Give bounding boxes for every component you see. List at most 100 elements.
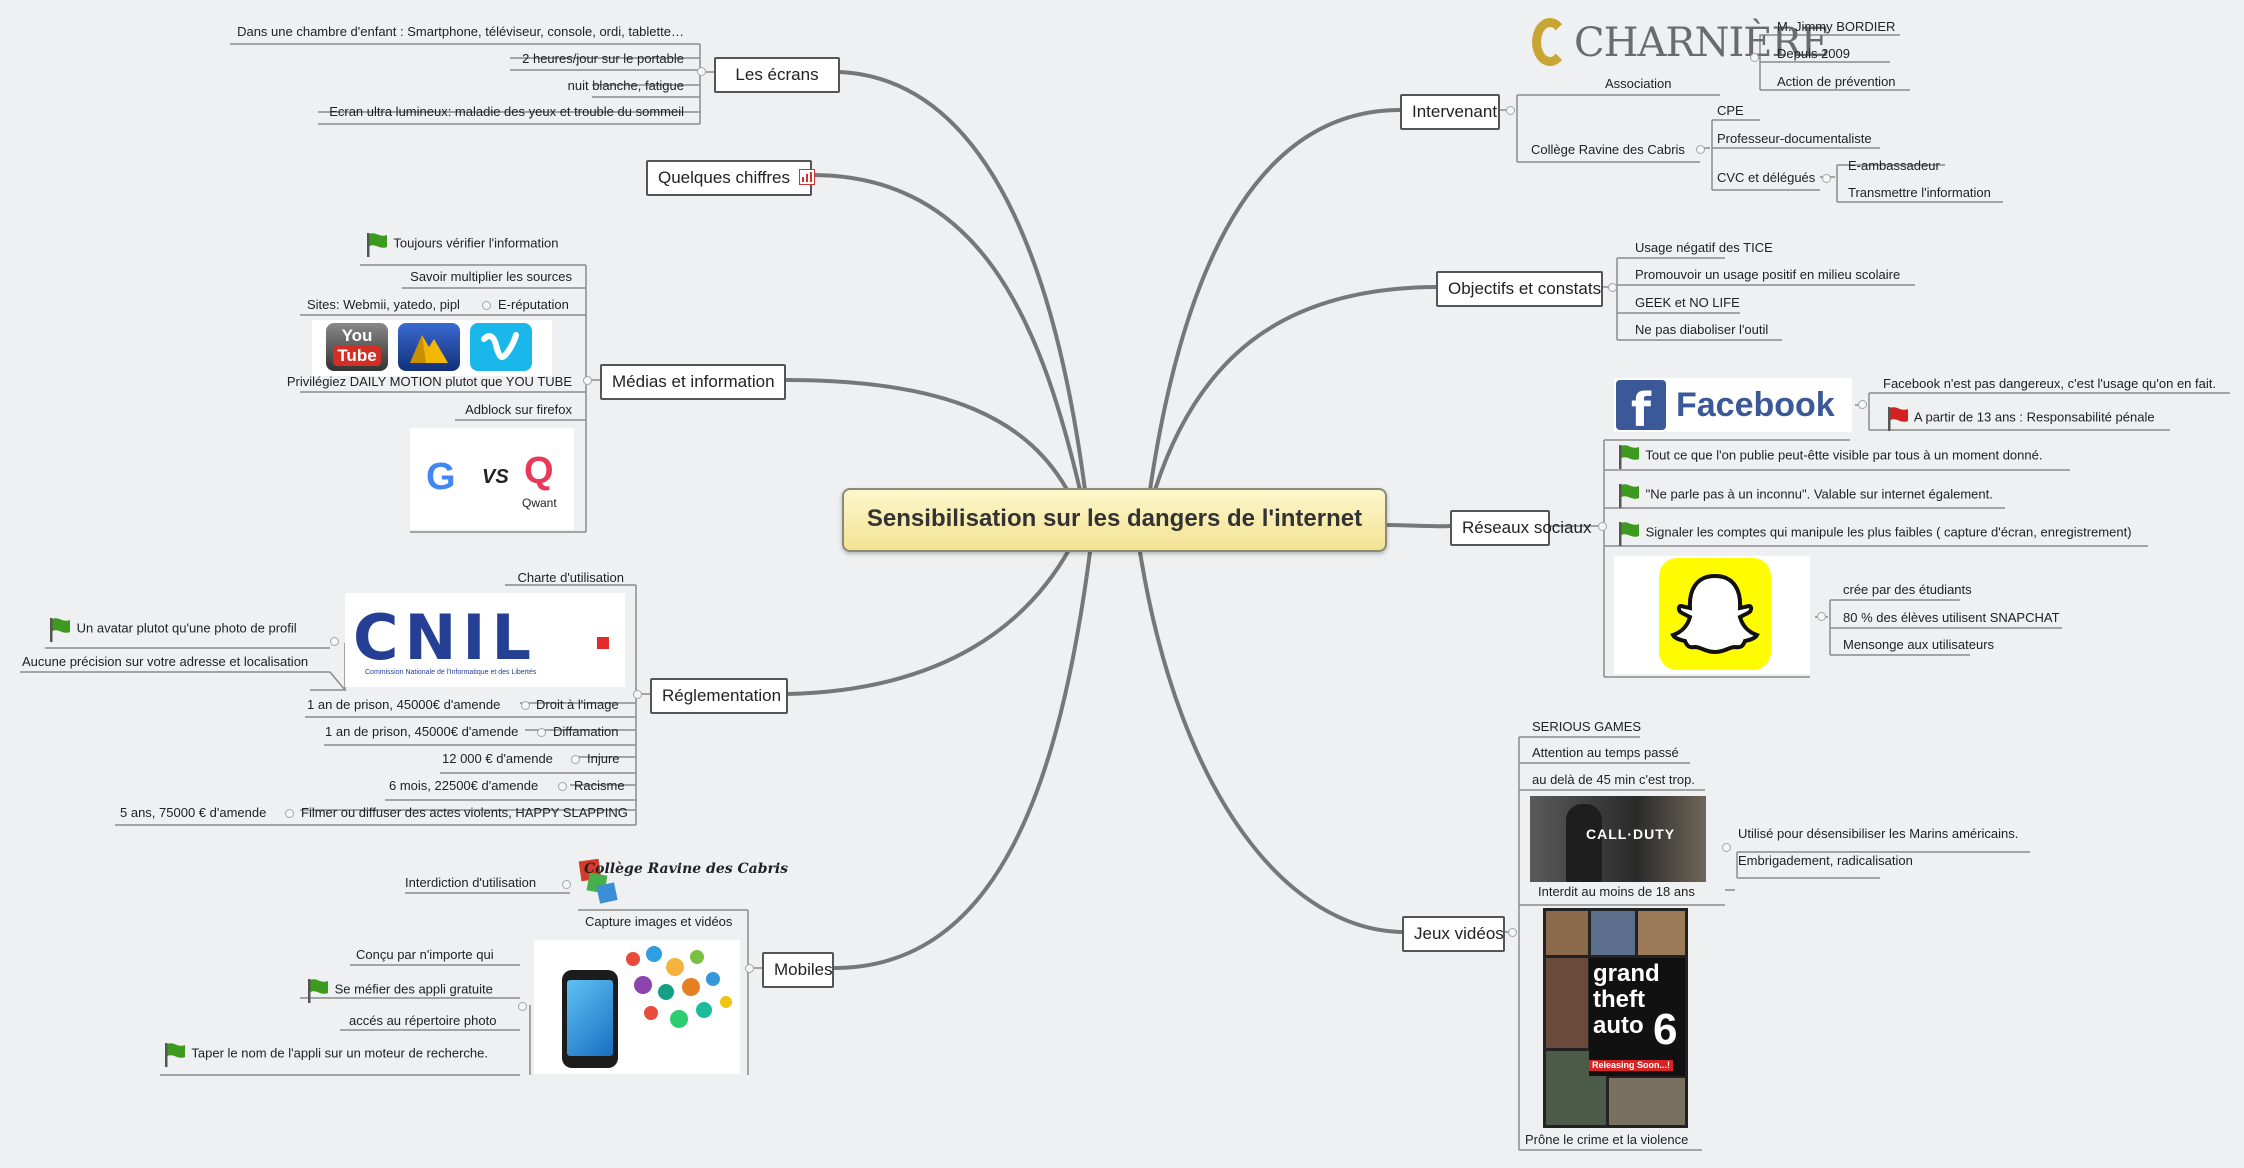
asso-item-2: Depuis 2009 xyxy=(1777,46,1850,61)
app-bubble xyxy=(696,1002,712,1018)
mobiles-image-toggle[interactable] xyxy=(518,1002,527,1011)
app-bubble xyxy=(666,958,684,976)
cvc-item-1: E-ambassadeur xyxy=(1848,158,1940,173)
mobiles-item-1: Conçu par n'importe qui xyxy=(356,947,494,962)
regl-row-2-label: Diffamation xyxy=(553,724,619,739)
regl-collapse-toggle[interactable] xyxy=(633,690,642,699)
college-logo-text: Collège Ravine des Cabris xyxy=(584,861,789,877)
asso-item-1: M. Jimmy BORDIER xyxy=(1777,19,1896,34)
mobiles-item-3: accés au répertoire photo xyxy=(349,1013,497,1028)
cvc-toggle[interactable] xyxy=(1822,174,1831,183)
mobiles-collapse-toggle[interactable] xyxy=(745,964,754,973)
interdiction-toggle[interactable] xyxy=(562,880,571,889)
regl-row-3-detail: 12 000 € d'amende xyxy=(442,751,553,766)
medias-collapse-toggle[interactable] xyxy=(583,376,592,385)
charniere-toggle[interactable] xyxy=(1750,53,1759,62)
mobiles-interdiction: Interdiction d'utilisation xyxy=(405,875,537,890)
topic-quelques-chiffres[interactable]: Quelques chiffres xyxy=(646,160,815,196)
branch-intervenant xyxy=(1148,108,1402,492)
college-item-2: Professeur-documentaliste xyxy=(1717,131,1872,146)
cod-label: Interdit au moins de 18 ans xyxy=(1538,884,1695,899)
topic-objectifs[interactable]: Objectifs et constats xyxy=(1436,271,1603,307)
youtube-you: You xyxy=(341,326,373,345)
cnil-subtitle: Commission Nationale de l'Informatique e… xyxy=(365,669,537,676)
gta-panel xyxy=(1546,958,1588,1048)
objectifs-item-4: Ne pas diaboliser l'outil xyxy=(1635,322,1769,337)
fb-item-2-label: A partir de 13 ans : Responsabilité péna… xyxy=(1913,409,2155,425)
green-flag-icon xyxy=(50,618,70,642)
branch-mobiles xyxy=(832,550,1092,970)
jeux-collapse-toggle[interactable] xyxy=(1508,928,1517,937)
topic-les-ecrans[interactable]: Les écrans xyxy=(714,57,840,93)
green-flag-icon xyxy=(367,233,387,257)
google-vs-qwant-image: G VS Q Qwant xyxy=(410,428,574,530)
central-topic[interactable]: Sensibilisation sur les dangers de l'int… xyxy=(842,488,1387,552)
ecrans-item-3: nuit blanche, fatigue xyxy=(567,78,684,93)
mobiles-capture: Capture images et vidéos xyxy=(585,914,733,929)
medias-daily: Privilégiez DAILY MOTION plutot que YOU … xyxy=(286,374,572,389)
reseaux-item-3-label: Signaler les comptes qui manipule les pl… xyxy=(1645,524,2132,540)
chart-icon xyxy=(798,169,815,185)
fb-item-1: Facebook n'est pas dangereux, c'est l'us… xyxy=(1883,376,2216,391)
regl-row-1-toggle[interactable] xyxy=(521,701,530,710)
regl-row-5-toggle[interactable] xyxy=(285,809,294,818)
college-item-1: CPE xyxy=(1717,103,1744,118)
gta-panel xyxy=(1638,911,1685,955)
objectifs-collapse-toggle[interactable] xyxy=(1608,283,1617,292)
qwant-label: Qwant xyxy=(522,496,557,510)
youtube-tube: Tube xyxy=(333,346,381,366)
jeux-item-2: Attention au temps passé xyxy=(1532,745,1679,760)
reseaux-item-2: "Ne parle pas à un inconnu". Valable sur… xyxy=(1614,481,1993,509)
gta-soon-badge: Releasing Soon...! xyxy=(1589,1060,1674,1071)
intervenant-collapse-toggle[interactable] xyxy=(1506,106,1515,115)
app-bubble xyxy=(644,1006,658,1020)
charniere-logo: CHARNIÈRE xyxy=(1530,14,1830,74)
ereputation-collapse-toggle[interactable] xyxy=(482,301,491,310)
topic-medias[interactable]: Médias et information xyxy=(600,364,786,400)
regl-row-1-detail: 1 an de prison, 45000€ d'amende xyxy=(307,697,501,712)
jeux-item-1: SERIOUS GAMES xyxy=(1532,719,1642,734)
gta-cover-image: grand theft auto 6 Releasing Soon...! xyxy=(1543,908,1688,1128)
chiffres-label: Quelques chiffres xyxy=(658,168,790,187)
topic-reglementation[interactable]: Réglementation xyxy=(650,678,788,714)
cvc-item-2: Transmettre l'information xyxy=(1848,185,1991,200)
cod-toggle[interactable] xyxy=(1722,843,1731,852)
app-bubble xyxy=(690,950,704,964)
medias-verifier-label: Toujours vérifier l'information xyxy=(393,235,559,251)
vimeo-logo xyxy=(470,323,532,371)
intervenant-college: Collège Ravine des Cabris xyxy=(1531,142,1685,157)
cnil-collapse-toggle[interactable] xyxy=(330,637,339,646)
regl-row-2-detail: 1 an de prison, 45000€ d'amende xyxy=(325,724,519,739)
fb-item-2: A partir de 13 ans : Responsabilité péna… xyxy=(1883,404,2155,432)
cod-item-2: Embrigadement, radicalisation xyxy=(1738,853,1913,868)
branch-reseaux xyxy=(1385,523,1452,529)
regl-row-4-toggle[interactable] xyxy=(558,782,567,791)
regl-row-3-toggle[interactable] xyxy=(571,755,580,764)
jeux-item-3: au delà de 45 min c'est trop. xyxy=(1532,772,1695,787)
google-g-logo: G xyxy=(426,456,456,498)
gta-number: 6 xyxy=(1653,1005,1678,1054)
regl-avatar-label: Un avatar plutot qu'une photo de profil xyxy=(76,620,297,636)
reseaux-collapse-toggle[interactable] xyxy=(1598,522,1607,531)
app-bubble xyxy=(706,972,720,986)
topic-jeux[interactable]: Jeux vidéos xyxy=(1402,916,1505,952)
ecrans-collapse-toggle[interactable] xyxy=(697,67,706,76)
medias-adblock: Adblock sur firefox xyxy=(465,402,572,417)
phone-screen xyxy=(567,980,613,1056)
cod-item-1: Utilisé pour désensibiliser les Marins a… xyxy=(1738,826,2019,841)
facebook-toggle[interactable] xyxy=(1858,400,1867,409)
topic-mobiles[interactable]: Mobiles xyxy=(762,952,834,988)
green-flag-icon xyxy=(1619,522,1639,546)
regl-avatar: Un avatar plutot qu'une photo de profil xyxy=(45,615,297,643)
snapchat-toggle[interactable] xyxy=(1817,612,1826,621)
topic-reseaux[interactable]: Réseaux sociaux xyxy=(1450,510,1591,546)
college-toggle[interactable] xyxy=(1696,145,1705,154)
regl-row-5-label: Filmer ou diffuser des actes violents, H… xyxy=(301,805,628,820)
regl-row-2-toggle[interactable] xyxy=(537,728,546,737)
college-item-3: CVC et délégués xyxy=(1717,170,1816,185)
red-flag-icon xyxy=(1888,407,1908,431)
topic-intervenant[interactable]: Intervenant xyxy=(1400,94,1500,130)
cnil-red-square xyxy=(597,637,609,649)
facebook-f-icon: f xyxy=(1616,380,1666,432)
